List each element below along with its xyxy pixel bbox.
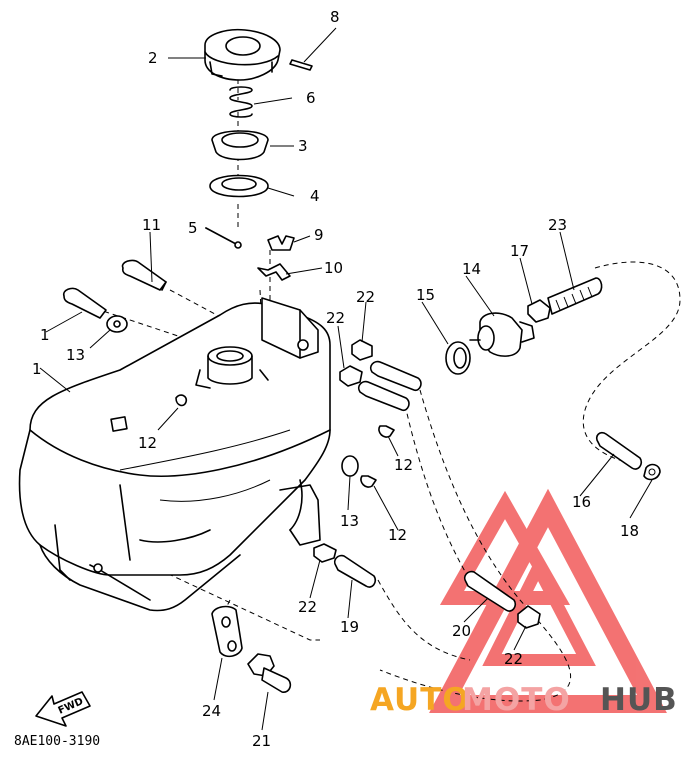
callout-22c: 22 bbox=[298, 598, 317, 616]
callout-15: 15 bbox=[416, 286, 435, 304]
callout-23: 23 bbox=[548, 216, 567, 234]
bolt-1 bbox=[62, 287, 107, 319]
callout-5: 6 bbox=[306, 89, 316, 107]
bolt-21 bbox=[247, 653, 292, 693]
callout-11: 11 bbox=[142, 216, 161, 234]
callout-20: 20 bbox=[452, 622, 471, 640]
nut-17 bbox=[527, 299, 551, 323]
cap-gasket bbox=[211, 130, 269, 161]
callout-labels: 2 8 6 3 4 5 9 10 11 1 13 1 12 22 22 15 1… bbox=[32, 8, 639, 750]
hose-20 bbox=[463, 570, 517, 612]
callout-22b: 22 bbox=[326, 309, 345, 327]
tank-cap bbox=[204, 28, 281, 81]
callout-13b: 13 bbox=[340, 512, 359, 530]
petcock-14 bbox=[469, 312, 535, 357]
part-code: 8AE100-3190 bbox=[14, 734, 100, 749]
watermark-moto: MOTO bbox=[462, 682, 571, 718]
hose-19 bbox=[333, 554, 377, 588]
callout-9: 10 bbox=[324, 259, 343, 277]
callout-6: 5 bbox=[188, 219, 198, 237]
bracket-24 bbox=[211, 605, 243, 658]
filter-23 bbox=[547, 277, 603, 315]
hose-short-pair bbox=[357, 360, 422, 412]
clip-8 bbox=[267, 235, 295, 251]
callout-18: 18 bbox=[620, 522, 639, 540]
hose-routing-lines bbox=[69, 70, 681, 702]
callout-12a: 12 bbox=[394, 456, 413, 474]
small-pin-6 bbox=[205, 227, 242, 249]
hose-clamps-22 bbox=[313, 339, 541, 629]
cap-seal-ring bbox=[209, 174, 269, 198]
clips-12 bbox=[360, 425, 395, 488]
watermark-auto: AUTO bbox=[370, 682, 470, 718]
breather-pin bbox=[289, 59, 313, 71]
forward-direction-arrow: FWD bbox=[35, 691, 91, 727]
callout-16: 16 bbox=[572, 493, 591, 511]
washer-13 bbox=[106, 315, 128, 333]
callout-12b: 12 bbox=[388, 526, 407, 544]
callout-7: 8 bbox=[330, 8, 340, 26]
callout-1a: 1 bbox=[40, 326, 50, 344]
callout-22d: 22 bbox=[504, 650, 523, 668]
callout-19: 19 bbox=[340, 618, 359, 636]
callout-13: 13 bbox=[66, 346, 85, 364]
o-ring-15 bbox=[445, 341, 471, 375]
callout-2: 2 bbox=[148, 49, 158, 67]
callout-3: 3 bbox=[298, 137, 308, 155]
callout-10: 12 bbox=[138, 434, 157, 452]
callout-17: 17 bbox=[510, 242, 529, 260]
callout-1b: 1 bbox=[32, 360, 42, 378]
watermark-hub: HUB bbox=[600, 682, 678, 718]
fuel-tank bbox=[18, 297, 331, 612]
clip-9 bbox=[257, 263, 291, 281]
bolt-11 bbox=[121, 259, 167, 291]
callout-14: 14 bbox=[462, 260, 481, 278]
callout-24: 24 bbox=[202, 702, 221, 720]
callout-22a: 22 bbox=[356, 288, 375, 306]
callout-8: 9 bbox=[314, 226, 324, 244]
callout-21: 21 bbox=[252, 732, 271, 750]
watermark-text: AUTO MOTO HUB bbox=[370, 682, 678, 718]
callout-4: 4 bbox=[310, 187, 320, 205]
clip-18 bbox=[643, 463, 661, 481]
hose-16 bbox=[595, 431, 643, 470]
cap-spring bbox=[229, 86, 253, 118]
leader-lines bbox=[39, 27, 653, 731]
washer-13-right bbox=[341, 455, 359, 477]
